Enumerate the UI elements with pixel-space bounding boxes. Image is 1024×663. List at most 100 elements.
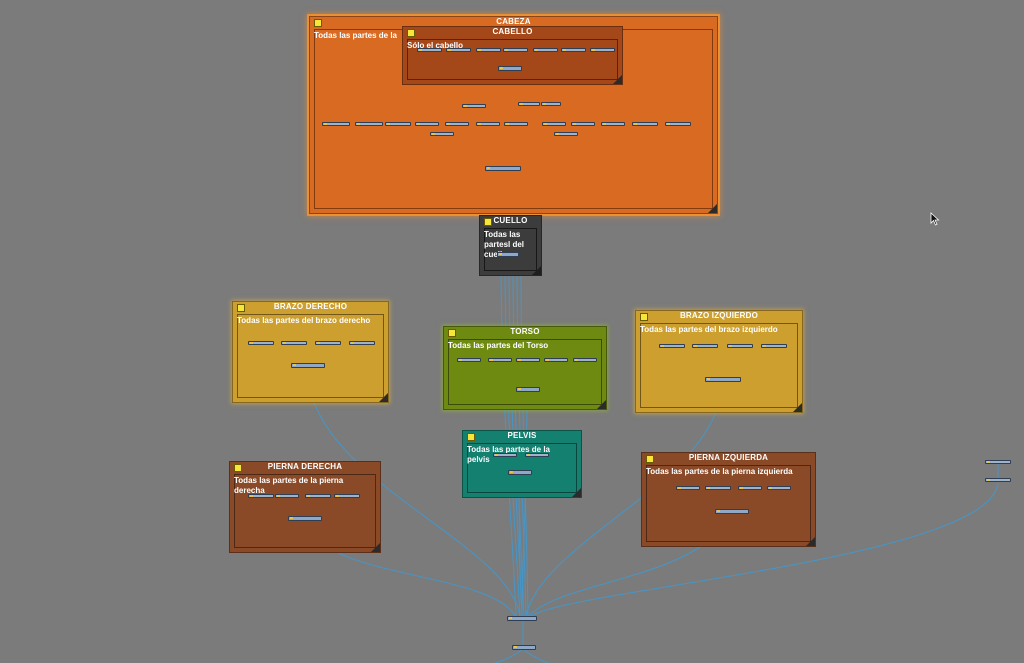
node[interactable] (676, 486, 700, 490)
backdrop-title: CABELLO (492, 27, 533, 36)
node[interactable] (525, 453, 549, 457)
node[interactable] (248, 494, 274, 498)
resize-handle-icon[interactable] (613, 75, 622, 84)
backdrop-torso[interactable]: TORSO Todas las partes del Torso (443, 326, 607, 410)
backdrop-title: PIERNA DERECHA (267, 462, 343, 471)
node[interactable] (322, 122, 350, 126)
merge-node[interactable] (508, 470, 532, 475)
merge-node[interactable] (516, 387, 540, 392)
backdrop-cuello[interactable]: CUELLO Todas las partesl del cuello (479, 215, 542, 276)
merge-node[interactable] (291, 363, 325, 368)
backdrop-pelvis[interactable]: PELVIS Todas las partes de la pelvis (462, 430, 582, 498)
merge-node[interactable] (485, 166, 521, 171)
resize-handle-icon[interactable] (597, 400, 606, 409)
backdrop-color-square-icon[interactable] (314, 19, 322, 27)
backdrop-title: TORSO (510, 327, 540, 336)
node[interactable] (355, 122, 383, 126)
backdrop-cabello[interactable]: CABELLO Sólo el cabello (402, 26, 623, 85)
node[interactable] (275, 494, 299, 498)
node[interactable] (590, 48, 615, 52)
node[interactable] (554, 132, 578, 136)
backdrop-label: Todas las partes del Torso (448, 341, 549, 350)
node[interactable] (659, 344, 685, 348)
backdrop-brazo-izquierdo[interactable]: BRAZO IZQUIERDO Todas las partes del bra… (635, 310, 803, 413)
node[interactable] (457, 358, 481, 362)
node[interactable] (417, 48, 442, 52)
backdrop-color-square-icon[interactable] (407, 29, 415, 37)
backdrop-color-square-icon[interactable] (234, 464, 242, 472)
node[interactable] (571, 122, 595, 126)
backdrop-title: PIERNA IZQUIERDA (688, 453, 769, 462)
resize-handle-icon[interactable] (379, 393, 388, 402)
node[interactable] (601, 122, 625, 126)
output-node[interactable] (512, 645, 536, 650)
node[interactable] (385, 122, 411, 126)
node[interactable] (315, 341, 341, 345)
node[interactable] (349, 341, 375, 345)
backdrop-title: CUELLO (493, 216, 528, 225)
node[interactable] (248, 341, 274, 345)
node[interactable] (542, 122, 566, 126)
backdrop-color-square-icon[interactable] (646, 455, 654, 463)
node[interactable] (727, 344, 753, 348)
node[interactable] (504, 122, 528, 126)
resize-handle-icon[interactable] (806, 537, 815, 546)
node[interactable] (334, 494, 360, 498)
node[interactable] (692, 344, 718, 348)
backdrop-label: Todas las partesl del cuello (484, 230, 525, 259)
node[interactable] (761, 344, 787, 348)
node[interactable] (516, 358, 540, 362)
node[interactable] (573, 358, 597, 362)
merge-node[interactable] (715, 509, 749, 514)
backdrop-color-square-icon[interactable] (237, 304, 245, 312)
node[interactable] (767, 486, 791, 490)
node[interactable] (462, 104, 486, 108)
node[interactable] (561, 48, 586, 52)
backdrop-color-square-icon[interactable] (448, 329, 456, 337)
node[interactable] (738, 486, 762, 490)
final-merge-node[interactable] (507, 616, 537, 621)
resize-handle-icon[interactable] (793, 403, 802, 412)
backdrop-label: Todas las partes de la pelvis (467, 445, 550, 464)
merge-node[interactable] (498, 66, 522, 71)
backdrop-color-square-icon[interactable] (640, 313, 648, 321)
merge-node[interactable] (497, 252, 519, 257)
node[interactable] (488, 358, 512, 362)
node[interactable] (665, 122, 691, 126)
node[interactable] (541, 102, 561, 106)
backdrop-brazo-derecho[interactable]: BRAZO DERECHO Todas las partes del brazo… (232, 301, 389, 403)
resize-handle-icon[interactable] (371, 543, 380, 552)
node[interactable] (632, 122, 658, 126)
node[interactable] (544, 358, 568, 362)
backdrop-label: Todas las partes del brazo izquierdo (640, 325, 778, 334)
node[interactable] (705, 486, 731, 490)
node[interactable] (281, 341, 307, 345)
resize-handle-icon[interactable] (708, 204, 717, 213)
merge-node[interactable] (705, 377, 741, 382)
node[interactable] (985, 460, 1011, 464)
node[interactable] (985, 478, 1011, 482)
node[interactable] (445, 122, 469, 126)
node[interactable] (415, 122, 439, 126)
resize-handle-icon[interactable] (532, 266, 541, 275)
node[interactable] (476, 48, 501, 52)
backdrop-pierna-derecha[interactable]: PIERNA DERECHA Todas las partes de la pi… (229, 461, 381, 553)
node[interactable] (476, 122, 500, 126)
backdrop-label: Todas las partes del brazo derecho (237, 316, 371, 325)
node[interactable] (503, 48, 528, 52)
node[interactable] (305, 494, 331, 498)
backdrop-title: PELVIS (507, 431, 537, 440)
merge-node[interactable] (288, 516, 322, 521)
backdrop-color-square-icon[interactable] (467, 433, 475, 441)
backdrop-label: Todas las partes de la pierna izquierda (646, 467, 793, 476)
mouse-pointer-icon (930, 212, 940, 226)
node[interactable] (518, 102, 540, 106)
node[interactable] (430, 132, 454, 136)
node[interactable] (493, 453, 517, 457)
node[interactable] (446, 48, 471, 52)
resize-handle-icon[interactable] (572, 488, 581, 497)
backdrop-color-square-icon[interactable] (484, 218, 492, 226)
backdrop-pierna-izquierda[interactable]: PIERNA IZQUIERDA Todas las partes de la … (641, 452, 816, 547)
node[interactable] (533, 48, 558, 52)
backdrop-label: Todas las partes de la (314, 31, 397, 40)
